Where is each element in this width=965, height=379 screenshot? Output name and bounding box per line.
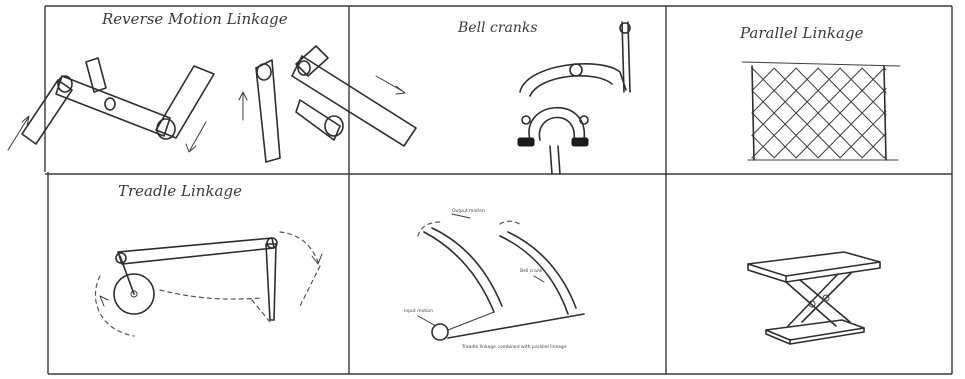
reverse-motion-linkage-left [8, 58, 214, 152]
treadle-title: Treadle Linkage [118, 182, 242, 200]
scissor-lift-table [748, 252, 880, 344]
panel-treadle-parallel: Output motion Bell crank Input motion Tr… [404, 208, 584, 350]
panel-scissor-lift [748, 252, 880, 344]
right-pivot-block [572, 138, 588, 146]
combined-linkage-caption: Treadle linkage combined with parallel l… [461, 344, 567, 350]
panel-treadle: Treadle Linkage [95, 182, 322, 336]
left-pivot-block [518, 138, 534, 146]
lattice-bar [840, 68, 886, 115]
reverse-motion-linkage-right [239, 46, 416, 162]
output-motion-label: Output motion [452, 208, 485, 214]
lattice-bar [840, 111, 886, 158]
treadle-mechanism [95, 232, 322, 336]
panel-parallel: Parallel Linkage [739, 24, 900, 160]
bell-cranks-title: Bell cranks [457, 20, 538, 36]
panel-bell-cranks: Bell cranks [457, 20, 630, 174]
treadle-parallel-mechanism [418, 214, 584, 340]
lazy-tong-lattice [742, 62, 900, 160]
bell-crank-mechanism [518, 22, 630, 174]
lattice-bar [862, 134, 886, 158]
lattice-bars [752, 68, 886, 158]
bell-crank-label: Bell crank [520, 268, 543, 274]
reverse-motion-title: Reverse Motion Linkage [101, 10, 288, 28]
lattice-bar [862, 68, 886, 92]
input-motion-label: Input motion [404, 308, 433, 314]
panel-reverse-motion: Reverse Motion Linkage [8, 10, 416, 162]
parallel-title: Parallel Linkage [739, 24, 864, 42]
